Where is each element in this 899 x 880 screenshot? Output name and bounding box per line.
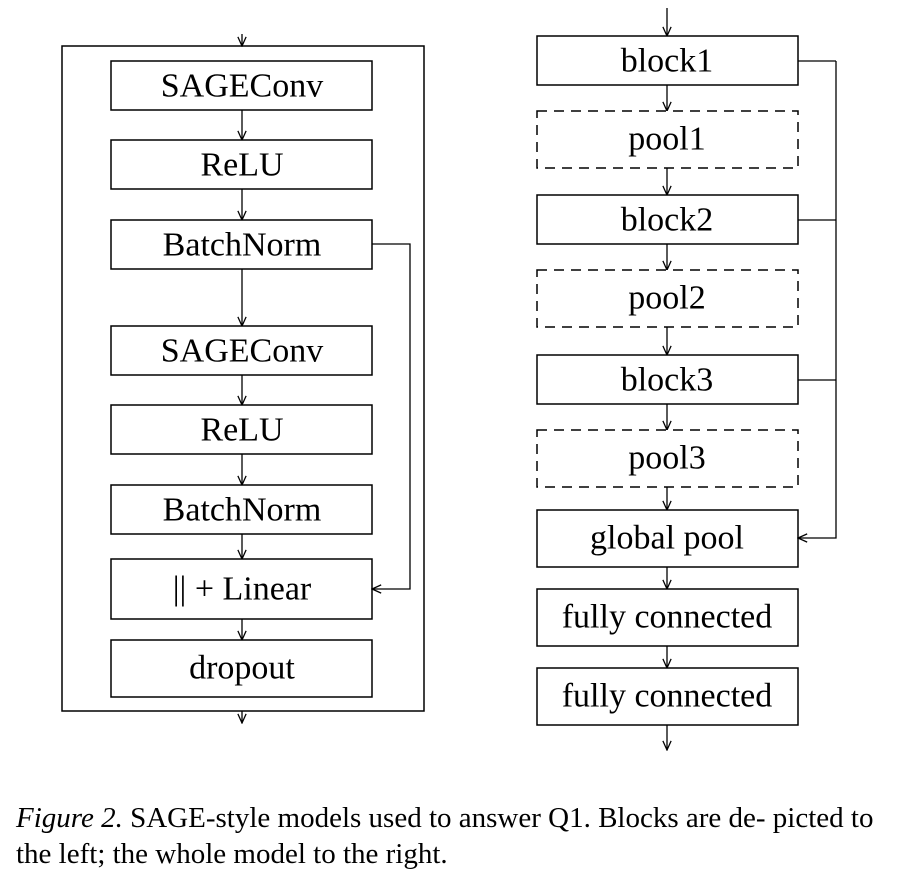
layer-label-batchnorm-2: BatchNorm — [163, 492, 322, 529]
layer-label-dropout: dropout — [189, 650, 295, 687]
layer-label-relu-1: ReLU — [200, 147, 283, 184]
model-label-block1: block1 — [621, 43, 714, 80]
model-label-block2: block2 — [621, 202, 714, 239]
model-label-fully-connected-2: fully connected — [562, 678, 773, 715]
layer-label-sageconv-2: SAGEConv — [161, 333, 323, 370]
model-box-fully-connected-1 — [536, 588, 799, 647]
right-model-diagram: block1 pool1 block2 pool2 block3 pool3 g… — [536, 8, 837, 750]
layer-box-sageconv-2 — [110, 325, 373, 376]
model-label-fully-connected-1: fully connected — [562, 599, 773, 636]
figure-number: Figure 2. — [16, 802, 123, 834]
layer-box-batchnorm-2 — [110, 484, 373, 535]
model-box-pool3 — [536, 429, 799, 488]
layer-label-relu-2: ReLU — [200, 412, 283, 449]
model-box-pool1 — [536, 110, 799, 169]
skip-connection-arrow — [372, 243, 411, 589]
architecture-diagram: SAGEConv ReLU BatchNorm SAGEConv ReLU Ba… — [61, 8, 837, 790]
model-label-global-pool: global pool — [590, 520, 744, 557]
figure-caption: Figure 2. SAGE-style models used to answ… — [16, 800, 886, 872]
layer-box-relu-1 — [110, 139, 373, 190]
model-label-pool3: pool3 — [628, 440, 705, 477]
model-label-block3: block3 — [621, 362, 714, 399]
layer-label-concat-linear: || + Linear — [173, 571, 312, 608]
model-box-fully-connected-2 — [536, 667, 799, 726]
caption-text: SAGE-style models used to answer Q1. Blo… — [16, 802, 874, 870]
layer-label-batchnorm-1: BatchNorm — [163, 227, 322, 264]
layer-box-sageconv-1 — [110, 60, 373, 111]
layer-box-dropout — [110, 639, 373, 698]
layer-label-sageconv-1: SAGEConv — [161, 68, 323, 105]
skip-arrow-to-global-pool — [798, 61, 837, 538]
model-label-pool1: pool1 — [628, 121, 705, 158]
model-box-global-pool — [536, 509, 799, 568]
model-label-pool2: pool2 — [628, 280, 705, 317]
left-block-diagram: SAGEConv ReLU BatchNorm SAGEConv ReLU Ba… — [61, 34, 425, 723]
